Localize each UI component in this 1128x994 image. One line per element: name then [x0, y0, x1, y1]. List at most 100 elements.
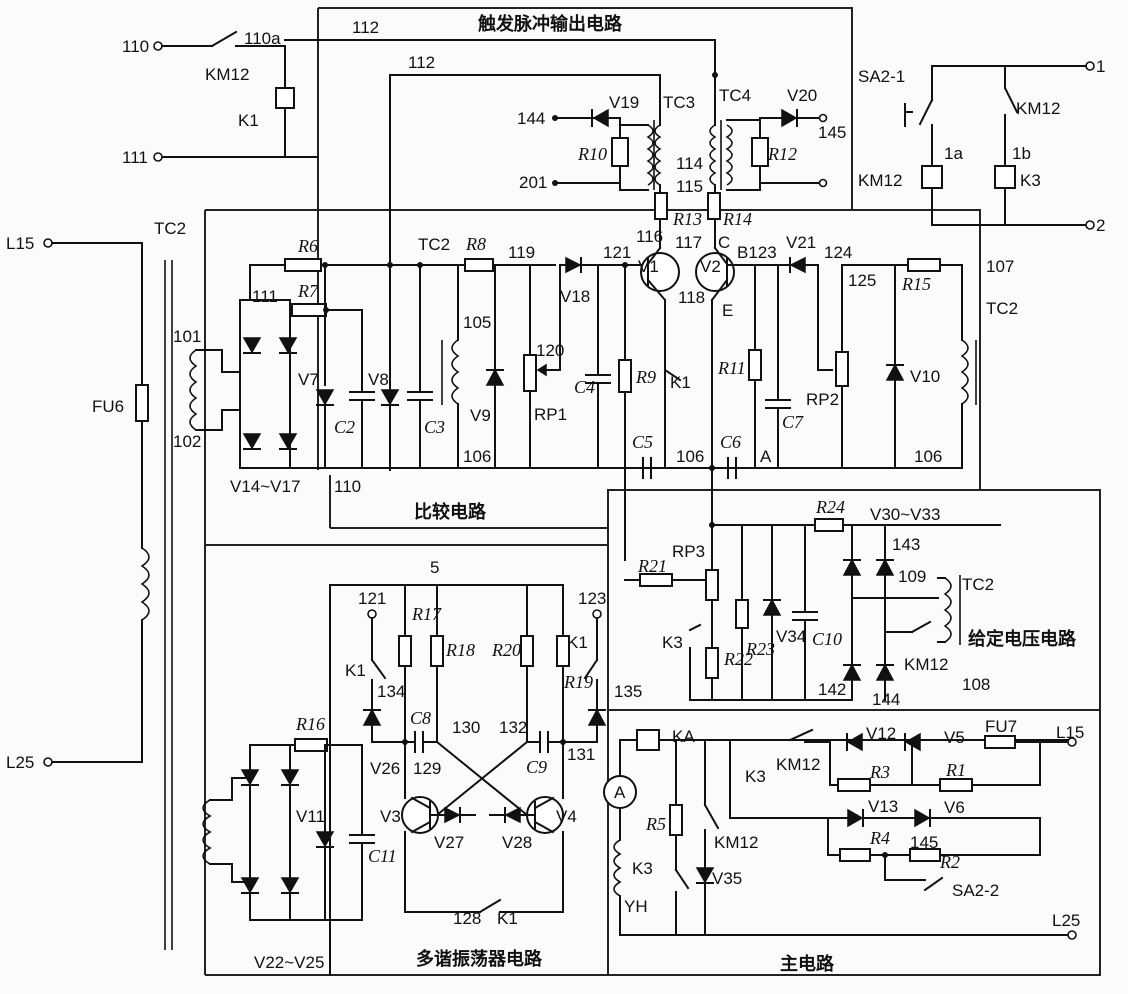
top-right-relays [904, 61, 1095, 230]
label-R20: R20 [491, 640, 521, 660]
reference-voltage-circuit [624, 518, 1001, 701]
label-C7: C7 [782, 412, 804, 432]
label-V34: V34 [776, 627, 806, 646]
resistor-R20 [520, 635, 534, 667]
potentiometer-RP3 [705, 569, 719, 601]
label-116: 116 [636, 227, 663, 246]
terminal-110 [153, 41, 163, 51]
label-A: A [760, 447, 772, 466]
section-title-trigger: 触发脉冲输出电路 [478, 13, 623, 35]
label-C3: C3 [424, 417, 445, 437]
label-R5: R5 [645, 814, 666, 834]
label-120: 120 [536, 341, 564, 360]
label-2: 2 [1096, 216, 1105, 235]
fuse-FU6 [135, 384, 149, 422]
label-108: 108 [962, 675, 990, 694]
label-TC2-left: TC2 [154, 219, 186, 238]
resistor-R8 [464, 258, 494, 272]
left-supply [43, 238, 173, 950]
label-KM12-main2: KM12 [776, 755, 820, 774]
label-115: 115 [676, 177, 703, 196]
label-TC2-right: TC2 [986, 299, 1018, 318]
label-KM12-r2: KM12 [858, 171, 902, 190]
label-FU7: FU7 [985, 717, 1017, 736]
resistor-R3 [837, 778, 871, 792]
label-111: 111 [122, 148, 148, 167]
label-V18: V18 [560, 287, 590, 306]
label-V14-V17: V14~V17 [230, 477, 300, 496]
resistor-R9 [618, 359, 632, 393]
potentiometer-RP2 [835, 351, 849, 387]
label-SA2-1: SA2-1 [858, 67, 905, 86]
label-V10: V10 [910, 367, 940, 386]
label-R12: R12 [767, 144, 797, 164]
label-R6: R6 [297, 236, 318, 256]
label-V6: V6 [944, 798, 965, 817]
label-V3: V3 [380, 807, 401, 826]
label-102: 102 [173, 432, 201, 451]
resistor-R23 [735, 599, 749, 629]
label-144-ref: 144 [872, 690, 900, 709]
label-132: 132 [499, 718, 527, 737]
relay-coil-K1 [275, 87, 295, 109]
label-KM12-r1: KM12 [1016, 99, 1060, 118]
potentiometer-RP1 [523, 354, 537, 392]
resistor-R6 [284, 258, 322, 272]
resistor-R18 [430, 635, 444, 667]
label-R23: R23 [745, 639, 775, 659]
resistor-R13 [654, 192, 668, 220]
label-1b: 1b [1012, 144, 1031, 163]
label-V19: V19 [609, 93, 639, 112]
label-R24: R24 [815, 497, 845, 517]
label-L15: L15 [6, 234, 34, 253]
label-110-node: 110 [334, 477, 361, 496]
relay-coil-K3 [994, 165, 1016, 189]
resistor-R1 [939, 778, 973, 792]
label-V27: V27 [434, 833, 464, 852]
label-131: 131 [567, 745, 595, 764]
label-SA2-2: SA2-2 [952, 881, 999, 900]
label-144: 144 [517, 109, 545, 128]
label-TC2-ref: TC2 [962, 575, 994, 594]
resistor-R11 [748, 349, 762, 381]
comparison-circuit [189, 246, 977, 561]
label-V1: V1 [638, 257, 659, 276]
label-1a: 1a [944, 144, 963, 163]
label-R4: R4 [869, 828, 890, 848]
label-V7: V7 [298, 370, 319, 389]
label-TC3: TC3 [663, 93, 695, 112]
label-KM12-main: KM12 [714, 833, 758, 852]
label-KM12-ref: KM12 [904, 655, 948, 674]
label-R16: R16 [295, 714, 325, 734]
label-R22: R22 [723, 649, 753, 669]
label-123b: 123 [578, 589, 606, 608]
section-title-reference: 给定电压电路 [968, 628, 1077, 650]
label-145: 145 [818, 123, 846, 142]
label-V28: V28 [502, 833, 532, 852]
label-R11: R11 [717, 358, 746, 378]
label-128: 128 [453, 909, 481, 928]
label-V22-V25: V22~V25 [254, 953, 324, 972]
resistor-R10 [611, 137, 629, 167]
label-R18: R18 [445, 640, 475, 660]
label-201: 201 [519, 173, 547, 192]
label-R13: R13 [672, 209, 702, 229]
label-110: 110 [122, 37, 149, 56]
label-143: 143 [892, 535, 920, 554]
resistor-R12 [751, 137, 769, 167]
label-118: 118 [678, 288, 705, 307]
label-V8: V8 [368, 370, 389, 389]
label-111-node: 111 [252, 287, 278, 306]
section-title-comparison: 比较电路 [414, 501, 487, 523]
trigger-pulse-output [317, 39, 828, 471]
section-frames [204, 7, 1101, 976]
label-C11: C11 [368, 846, 397, 866]
label-K1-cmp: K1 [670, 373, 691, 392]
label-101: 101 [173, 327, 201, 346]
label-YH: YH [624, 897, 648, 916]
resistor-R4 [839, 848, 871, 862]
label-R3: R3 [869, 762, 890, 782]
label-V2: V2 [700, 257, 721, 276]
